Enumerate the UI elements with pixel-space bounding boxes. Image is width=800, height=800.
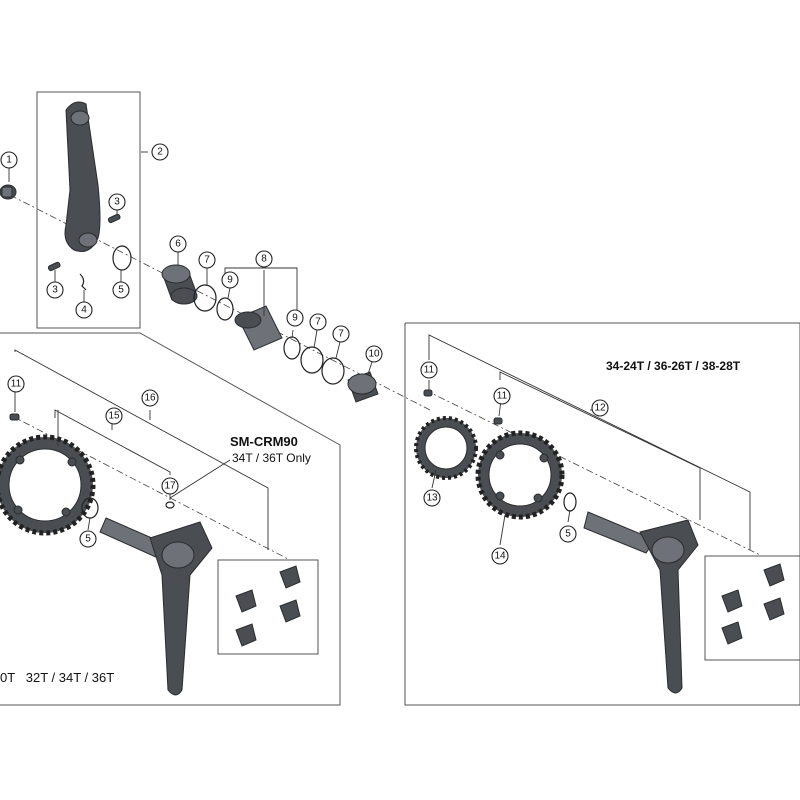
svg-text:11: 11 <box>424 365 435 376</box>
svg-text:14: 14 <box>494 551 506 562</box>
svg-text:5: 5 <box>85 534 91 545</box>
bb-cup-left <box>161 264 198 305</box>
right-cover-pieces <box>721 563 785 645</box>
svg-text:11: 11 <box>11 379 22 390</box>
svg-text:3: 3 <box>52 285 58 296</box>
crank-plate-clip <box>79 273 87 291</box>
right-cover-box <box>704 555 800 661</box>
svg-text:7: 7 <box>315 317 321 328</box>
left-cover-pieces <box>235 565 301 647</box>
svg-text:16: 16 <box>144 393 156 404</box>
right-crank-arm-left <box>99 517 213 696</box>
svg-text:7: 7 <box>204 255 210 266</box>
bb-spacer-e <box>321 357 345 385</box>
leader-lines <box>8 151 751 550</box>
left-crank-arm <box>64 101 101 252</box>
left-sizes-label: 0T 32T / 34T / 36T <box>0 670 114 685</box>
callout-7-c: 7 <box>332 325 350 343</box>
svg-text:7: 7 <box>338 329 344 340</box>
svg-text:4: 4 <box>81 305 87 316</box>
right-crank-arm-right <box>583 511 699 694</box>
svg-text:1: 1 <box>6 155 12 166</box>
bb-spacer-c <box>283 336 301 360</box>
right-o-ring-5 <box>563 492 577 512</box>
crm-ring-17 <box>165 501 175 509</box>
left-cover-box <box>217 559 319 655</box>
svg-text:5: 5 <box>118 285 124 296</box>
pinch-bolt-upper <box>107 213 121 224</box>
callout-3-upper: 3 <box>108 193 126 211</box>
svg-text:15: 15 <box>108 411 120 422</box>
bb-cup-right <box>347 371 379 403</box>
crank-spindle-boss <box>78 232 98 248</box>
crank-pedal-boss <box>70 110 90 126</box>
callout-5-top: 5 <box>112 281 130 299</box>
model-label: SM-CRM90 <box>230 434 298 449</box>
callout-11-right-b: 11 <box>493 387 511 405</box>
left-chainring <box>0 434 96 536</box>
crank-arm-box <box>36 91 141 329</box>
small-chainring <box>414 416 478 480</box>
callout-11-right-a: 11 <box>420 361 438 379</box>
left-assembly-frame <box>0 332 341 706</box>
callout-3-lower: 3 <box>46 281 64 299</box>
model-note-label: 34T / 36T Only <box>232 451 311 465</box>
callout-4: 4 <box>75 301 93 319</box>
svg-text:12: 12 <box>594 403 606 414</box>
right-assembly-frame <box>404 322 800 706</box>
callout-5-left: 5 <box>79 530 97 548</box>
callout-6: 6 <box>169 235 187 253</box>
chainring-bolt-right-a <box>423 389 433 397</box>
callout-14: 14 <box>491 547 509 565</box>
callout-1: 1 <box>0 151 18 169</box>
callout-7-b: 7 <box>309 313 327 331</box>
callout-15: 15 <box>105 407 123 425</box>
svg-text:9: 9 <box>292 313 298 324</box>
svg-text:5: 5 <box>565 529 571 540</box>
bb-spacer-b <box>216 297 234 321</box>
callout-5-right: 5 <box>559 525 577 543</box>
svg-text:17: 17 <box>164 481 176 492</box>
callout-12: 12 <box>591 399 609 417</box>
callout-7-a: 7 <box>198 251 216 269</box>
svg-text:8: 8 <box>261 254 267 265</box>
svg-text:11: 11 <box>497 391 508 402</box>
large-chainring <box>475 430 565 520</box>
bb-spacer-d <box>300 346 324 374</box>
svg-text:3: 3 <box>114 197 120 208</box>
svg-text:10: 10 <box>368 349 380 360</box>
svg-text:6: 6 <box>175 239 181 250</box>
svg-text:13: 13 <box>426 493 438 504</box>
callout-16: 16 <box>141 389 159 407</box>
bb-spacer-a <box>193 284 217 312</box>
svg-text:2: 2 <box>157 147 163 158</box>
callout-11-left: 11 <box>7 375 25 393</box>
right-axis-line <box>424 389 761 556</box>
callout-8: 8 <box>255 250 273 268</box>
callout-13: 13 <box>423 489 441 507</box>
chainring-bolt-right-b <box>493 417 503 425</box>
chainring-bolt-left <box>9 413 20 421</box>
crank-o-ring <box>112 245 132 271</box>
bb-inner-sleeve <box>234 305 283 351</box>
right-sizes-label: 34-24T / 36-26T / 38-28T <box>606 359 741 373</box>
callout-17: 17 <box>161 477 179 495</box>
crank-fixing-bolt <box>0 184 17 200</box>
callout-9-a: 9 <box>221 271 239 289</box>
pinch-bolt-lower <box>47 261 61 272</box>
callout-10: 10 <box>365 345 383 363</box>
svg-text:9: 9 <box>227 275 233 286</box>
callout-9-b: 9 <box>286 309 304 327</box>
callout-2: 2 <box>151 143 169 161</box>
